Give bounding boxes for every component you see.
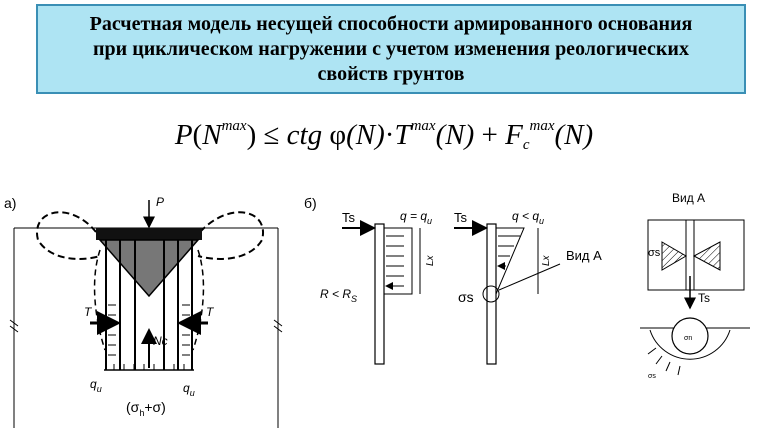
title-line-1: Расчетная модель несущей способности арм… (89, 12, 693, 35)
slide-title: Расчетная модель несущей способности арм… (80, 12, 703, 87)
panel-a-label: а) (4, 195, 16, 211)
formula-ctg: ctg (286, 119, 330, 151)
panel-c-ts: Ts (698, 291, 710, 305)
panel-a-t-left: T (84, 305, 93, 319)
panel-b-q-eq: q = qu (400, 209, 432, 226)
formula-plus: + (474, 119, 506, 151)
panel-a-qu-right: qu (183, 381, 195, 398)
formula-t: T (394, 119, 411, 151)
formula-max-1: max (221, 118, 247, 134)
panel-b-lx2: Lx (541, 254, 552, 266)
title-box: Расчетная модель несущей способности арм… (36, 4, 746, 94)
panel-a-t-right: T (206, 305, 215, 319)
bearing-capacity-formula: P(Nmax) ≤ ctg φ(N)·Tmax(N) + Fcmax(N) (0, 118, 768, 154)
formula-arg-1: (N) (346, 119, 385, 151)
formula-n: N (202, 119, 222, 151)
formula-arg-3: (N) (554, 119, 594, 151)
diagram-figures: а) P T T Nc (4, 191, 750, 428)
panel-b-ts2: Ts (454, 210, 468, 225)
title-line-3: свойств грунтов (317, 62, 465, 85)
panel-b-lx1: Lx (425, 254, 436, 266)
panel-a-qu-left: qu (90, 377, 102, 394)
panel-a: а) P T T Nc (4, 195, 283, 428)
panel-a-p-label: P (156, 195, 164, 209)
panel-c-small2: σs (648, 373, 656, 380)
panel-b-label: б) (304, 195, 317, 211)
panel-b-sigma-s: σs (458, 289, 474, 305)
panel-b-q-lt: q < qu (512, 209, 544, 226)
panel-a-nc: Nc (153, 334, 168, 348)
title-line-2: при циклическом нагружении с учетом изме… (93, 37, 689, 60)
formula-max-2: max (410, 118, 436, 134)
panel-b-vid-a: Вид А (566, 248, 602, 263)
formula-le: ≤ (256, 119, 287, 151)
panel-c: Вид А σs Ts σn σs (640, 191, 750, 380)
formula-arg-2: (N) (435, 119, 475, 151)
formula-phi: φ (329, 119, 347, 151)
formula-paren-open: ( (192, 119, 203, 151)
panel-c-title: Вид А (672, 191, 705, 205)
panel-a-sigma-sum: (σh+σ) (126, 399, 166, 418)
panel-b: б) Ts Lx q = qu R < RS Ts Lx q < qu Вид … (304, 195, 602, 365)
formula-p: P (174, 119, 193, 151)
panel-b-r-cond: R < RS (320, 287, 357, 304)
formula-paren-close: ) (246, 119, 257, 151)
formula-f: F (505, 119, 523, 151)
panel-c-small1: σn (684, 335, 692, 342)
panel-b-ts1: Ts (342, 210, 356, 225)
formula-max-3: max (529, 118, 555, 134)
panel-c-sigma-s: σs (648, 247, 661, 259)
formula-c: c (522, 137, 530, 153)
formula-dot: · (384, 119, 395, 151)
